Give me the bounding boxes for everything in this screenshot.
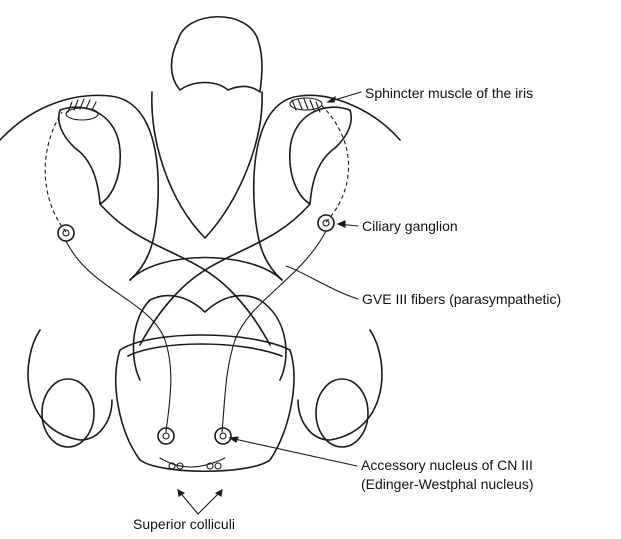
midbrain-outline bbox=[149, 294, 287, 381]
right-eye-outline bbox=[252, 94, 401, 281]
right-sphincter-icon bbox=[289, 97, 323, 113]
optic-tract-left bbox=[99, 203, 271, 346]
brainstem-body bbox=[151, 91, 263, 239]
right-postganglionic-path bbox=[319, 103, 350, 223]
label-accessory-line2: (Edinger-Westphal nucleus) bbox=[361, 476, 534, 492]
leader-lines bbox=[177, 91, 362, 515]
label-ciliary-ganglion: Ciliary ganglion bbox=[362, 218, 458, 234]
colliculi-marks-icon bbox=[159, 457, 226, 470]
label-gve-fibers: GVE III fibers (parasympathetic) bbox=[362, 291, 562, 307]
right-peduncle bbox=[297, 329, 383, 441]
left-ciliary-ganglion-icon bbox=[57, 224, 75, 242]
left-postganglionic-path bbox=[44, 111, 67, 233]
pituitary-outline bbox=[170, 15, 263, 93]
label-sphincter: Sphincter muscle of the iris bbox=[365, 85, 534, 101]
gve-fiber-right bbox=[221, 230, 327, 433]
right-ciliary-ganglion-icon bbox=[317, 214, 335, 232]
left-accessory-nucleus-icon bbox=[157, 427, 175, 445]
left-eye-outline bbox=[0, 94, 160, 281]
optic-tract-right bbox=[139, 203, 311, 346]
label-superior-colliculi: Superior colliculi bbox=[133, 516, 235, 532]
right-accessory-nucleus-icon bbox=[214, 427, 232, 445]
left-sphincter-icon bbox=[65, 98, 99, 121]
left-peduncle bbox=[27, 329, 113, 441]
label-accessory-line1: Accessory nucleus of CN III bbox=[361, 457, 533, 473]
gve-fiber-left bbox=[65, 240, 172, 433]
